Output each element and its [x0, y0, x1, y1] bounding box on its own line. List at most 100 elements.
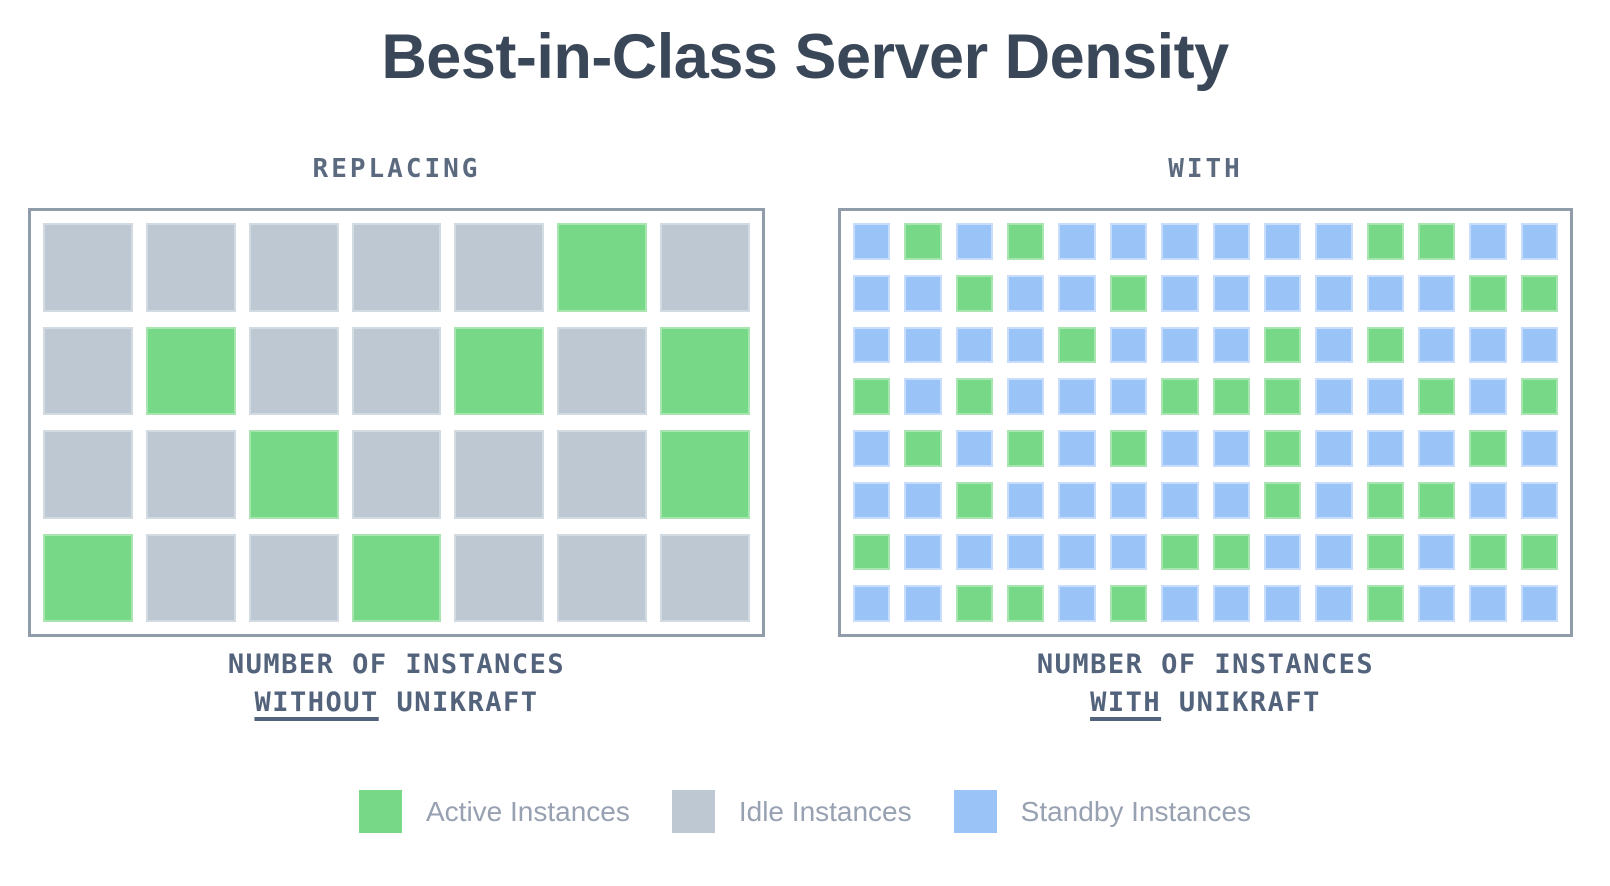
- instance-cell-idle: [454, 533, 545, 622]
- instance-cell-standby: [1109, 481, 1148, 519]
- instance-cell-standby: [1366, 274, 1404, 312]
- instance-cell-standby: [1417, 585, 1456, 622]
- instance-cell-standby: [1315, 378, 1353, 415]
- instance-cell-idle: [660, 533, 750, 622]
- instance-cell-standby: [853, 326, 891, 364]
- instance-cell-standby: [1417, 533, 1456, 571]
- instance-cell-active: [1263, 326, 1302, 364]
- instance-cell-active: [955, 481, 994, 519]
- instance-cell-standby: [1007, 481, 1045, 519]
- instance-cell-active: [1007, 585, 1045, 622]
- instance-cell-standby: [1212, 585, 1250, 622]
- instance-cell-active: [1366, 481, 1404, 519]
- instance-cell-idle: [145, 533, 236, 622]
- caption-line-1: NUMBER OF INSTANCES: [1036, 649, 1375, 680]
- instance-cell-standby: [1315, 533, 1353, 571]
- instance-cell-active: [904, 430, 942, 467]
- legend-label-standby: Standby Instances: [1020, 795, 1252, 827]
- instance-cell-standby: [1058, 378, 1096, 415]
- instance-cell-standby: [1007, 326, 1045, 364]
- instance-cell-standby: [1469, 585, 1507, 622]
- instance-cell-active: [1366, 533, 1404, 571]
- instance-cell-idle: [145, 430, 236, 519]
- instance-cell-standby: [1469, 481, 1507, 519]
- instance-cell-active: [1520, 274, 1558, 312]
- active-swatch-icon: [358, 790, 402, 833]
- instance-cell-standby: [1315, 274, 1353, 312]
- instance-cell-standby: [1469, 326, 1507, 364]
- instance-cell-standby: [1315, 223, 1353, 260]
- instance-cell-standby: [904, 533, 942, 571]
- instance-cell-active: [1007, 223, 1045, 260]
- instance-cell-active: [1109, 430, 1148, 467]
- instance-cell-standby: [1161, 326, 1199, 364]
- instance-cell-standby: [1058, 585, 1096, 622]
- instance-cell-active: [351, 533, 442, 622]
- instance-cell-idle: [43, 326, 133, 415]
- instance-cell-standby: [955, 223, 994, 260]
- instance-cell-active: [660, 326, 750, 415]
- instance-cell-standby: [1058, 430, 1096, 467]
- instance-cell-active: [1212, 533, 1250, 571]
- instance-cell-standby: [1109, 326, 1148, 364]
- instance-cell-active: [1520, 533, 1558, 571]
- instance-cell-standby: [1161, 585, 1199, 622]
- instance-cell-standby: [1520, 430, 1558, 467]
- instance-cell-active: [1263, 430, 1302, 467]
- instance-cell-active: [454, 326, 545, 415]
- caption-line-2: WITH UNIKRAFT: [838, 684, 1573, 722]
- without-unikraft-grid: [28, 208, 765, 637]
- instance-cell-standby: [1263, 274, 1302, 312]
- instance-cell-standby: [1520, 326, 1558, 364]
- instance-cell-standby: [1212, 326, 1250, 364]
- instance-cell-standby: [1315, 585, 1353, 622]
- instance-cell-active: [1469, 533, 1507, 571]
- legend-label-idle: Idle Instances: [738, 795, 912, 827]
- instance-cell-active: [248, 430, 339, 519]
- instance-cell-standby: [1263, 533, 1302, 571]
- instance-cell-standby: [1315, 481, 1353, 519]
- standby-swatch-icon: [953, 790, 997, 833]
- caption-line-2: WITHOUT UNIKRAFT: [28, 684, 765, 722]
- instance-cell-standby: [1109, 223, 1148, 260]
- instance-cell-standby: [1161, 223, 1199, 260]
- instance-cell-active: [1417, 223, 1456, 260]
- without-unikraft-caption: NUMBER OF INSTANCES WITHOUT UNIKRAFT: [28, 646, 765, 722]
- instance-cell-active: [145, 326, 236, 415]
- instance-cell-active: [1263, 481, 1302, 519]
- instance-cell-active: [1007, 430, 1045, 467]
- instance-cell-active: [1161, 378, 1199, 415]
- instance-cell-active: [1263, 378, 1302, 415]
- legend-item-standby: Standby Instances: [953, 790, 1252, 833]
- instance-cell-active: [1366, 223, 1404, 260]
- instance-cell-idle: [660, 223, 750, 312]
- instance-cell-active: [1520, 378, 1558, 415]
- with-unikraft-caption: NUMBER OF INSTANCES WITH UNIKRAFT: [838, 646, 1573, 722]
- instance-cell-standby: [904, 585, 942, 622]
- instance-cell-idle: [557, 430, 648, 519]
- instance-cell-standby: [1161, 430, 1199, 467]
- instance-cell-standby: [1161, 274, 1199, 312]
- instance-cell-active: [1109, 585, 1148, 622]
- instance-cell-active: [1417, 378, 1456, 415]
- instance-cell-standby: [1366, 378, 1404, 415]
- instance-cell-idle: [43, 223, 133, 312]
- underlined-word: WITHOUT: [254, 687, 379, 718]
- instance-cell-standby: [1058, 274, 1096, 312]
- instance-cell-active: [557, 223, 648, 312]
- legend-item-idle: Idle Instances: [671, 790, 912, 833]
- legend-item-active: Active Instances: [358, 790, 630, 833]
- instance-cell-standby: [1315, 430, 1353, 467]
- instance-cell-active: [1058, 326, 1096, 364]
- instance-cell-standby: [1520, 481, 1558, 519]
- caption-rest: UNIKRAFT: [378, 687, 539, 718]
- instance-cell-active: [955, 378, 994, 415]
- instance-cell-standby: [1366, 430, 1404, 467]
- instance-cell-idle: [351, 430, 442, 519]
- instance-cell-standby: [904, 481, 942, 519]
- instance-cell-standby: [1520, 585, 1558, 622]
- instance-cell-active: [1109, 274, 1148, 312]
- instance-cell-standby: [1417, 430, 1456, 467]
- left-panel-header: REPLACING: [312, 154, 481, 184]
